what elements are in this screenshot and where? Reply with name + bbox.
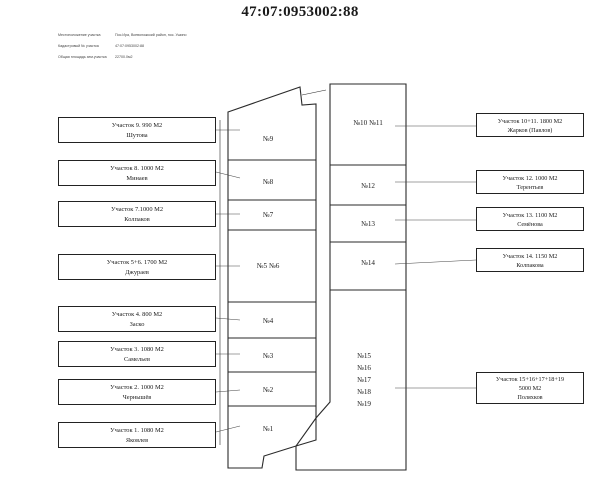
plot-card-2-owner: Чернышёв [122,393,152,401]
leader-left-4 [215,317,241,321]
left-column-outline [227,86,317,469]
plan-label-9: №9 [263,135,274,143]
plan-label-8: №8 [263,178,274,186]
plan-label-18: №18 [357,388,371,396]
plan-outlines [219,83,407,471]
plot-card-12-area: Участок 12. 1000 М2 [502,175,558,182]
meta-cadastral: Кадастровый № участка 47:07:0953002:88 [58,44,144,48]
plan-label-17: №17 [357,376,371,384]
plot-card-4-owner: Заско [129,320,145,328]
plan-label-3: №3 [263,352,274,360]
top-road-line [301,89,327,96]
plot-card-3-owner: Самельев [124,355,150,363]
plot-card-2: Участок 2. 1000 М2 Чернышёв [58,379,216,405]
plot-card-1011: Участок 10+11. 1800 М2 Жарков (Павлов) [476,113,584,137]
plan-label-12: №12 [361,182,375,190]
plan-label-15: №15 [357,352,371,360]
plan-label-1: №1 [263,425,274,433]
meta-area: Общая площадь зем.участка 22700.0м2 [58,55,132,59]
plot-card-3: Участок 3. 1080 М2 Самельев [58,341,216,367]
plot-card-4-area: Участок 4. 800 М2 [111,311,163,318]
plot-card-7: Участок 7.1000 М2 Колпаков [58,201,216,227]
plot-card-8-area: Участок 8. 1000 М2 [110,165,164,172]
plan-label-group: №9 №8 №7 №5 №6 №4 №3 №2 №1 №10 №11 №12 №… [257,119,384,433]
plot-card-15-19-title: Участок 15+16+17+18+19 [495,376,565,383]
plot-card-13-owner: Семёнова [517,221,543,228]
plot-card-14-area: Участок 14. 1150 М2 [502,253,558,260]
plot-card-12-owner: Терентьев [516,184,544,191]
plot-card-2-area: Участок 2. 1000 М2 [110,384,164,391]
plot-card-56-owner: Джураев [125,268,149,276]
plot-card-56: Участок 5+6. 1700 М2 Джураев [58,254,216,280]
plot-card-12: Участок 12. 1000 М2 Терентьев [476,170,584,194]
plot-card-3-area: Участок 3. 1080 М2 [110,346,164,353]
plot-card-1-owner: Яковлев [125,436,149,444]
plan-label-16: №16 [357,364,371,372]
meta-cadastral-value: 47:07:0953002:88 [115,44,144,48]
plot-card-13-area: Участок 13. 1100 М2 [502,212,558,219]
leader-left-8 [215,171,241,179]
plot-card-9-owner: Шутова [126,131,148,139]
plot-card-1011-owner: Жарков (Павлов) [507,127,553,134]
plot-card-4: Участок 4. 800 М2 Заско [58,306,216,332]
plot-card-1: Участок 1. 1080 М2 Яковлев [58,422,216,448]
plot-card-8-owner: Минаев [126,174,148,182]
plan-label-56: №5 №6 [257,262,280,270]
plot-card-14: Участок 14. 1150 М2 Колпакова [476,248,584,272]
plan-label-1011: №10 №11 [353,119,383,127]
plot-card-56-area: Участок 5+6. 1700 М2 [106,259,168,266]
plan-label-19: №19 [357,400,371,408]
plot-card-15-19: Участок 15+16+17+18+19 5000 М2 Поляхков [476,372,584,404]
meta-location: Местоположение участка Пос.Ира, Всеволож… [58,33,187,37]
leader-right-14 [394,259,477,265]
meta-cadastral-label: Кадастровый № участка [58,44,99,48]
plan-label-4: №4 [263,317,274,325]
leader-lines [215,125,477,433]
right-column-outline [295,83,407,471]
meta-location-value: Пос.Ира, Всеволожский район, пос. Ушино [115,33,187,37]
meta-location-label: Местоположение участка [58,33,101,37]
plot-card-13: Участок 13. 1100 М2 Семёнова [476,207,584,231]
page-title: 47:07:0953002:88 [241,4,359,20]
plot-card-1-area: Участок 1. 1080 М2 [110,427,164,434]
plan-dividers [228,159,406,407]
plan-label-7: №7 [263,211,274,219]
leader-left-2 [215,389,241,393]
plot-card-7-owner: Колпаков [124,215,150,223]
plan-label-2: №2 [263,386,274,394]
plan-label-14: №14 [361,259,375,267]
plan-label-13: №13 [361,220,375,228]
meta-area-value: 22700.0м2 [115,55,133,59]
plot-card-9: Участок 9. 990 М2 Шутова [58,117,216,143]
plot-card-14-owner: Колпакова [516,262,544,269]
plot-card-15-19-area: 5000 М2 [518,385,542,392]
plot-card-1011-area: Участок 10+11. 1800 М2 [497,118,563,125]
plot-card-9-area: Участок 9. 990 М2 [111,122,163,129]
leader-left-1 [215,425,241,433]
plot-card-7-area: Участок 7.1000 М2 [110,206,164,213]
plot-card-15-19-owner: Поляхков [517,394,543,401]
plot-card-8: Участок 8. 1000 М2 Минаев [58,160,216,186]
meta-area-label: Общая площадь зем.участка [58,55,107,59]
